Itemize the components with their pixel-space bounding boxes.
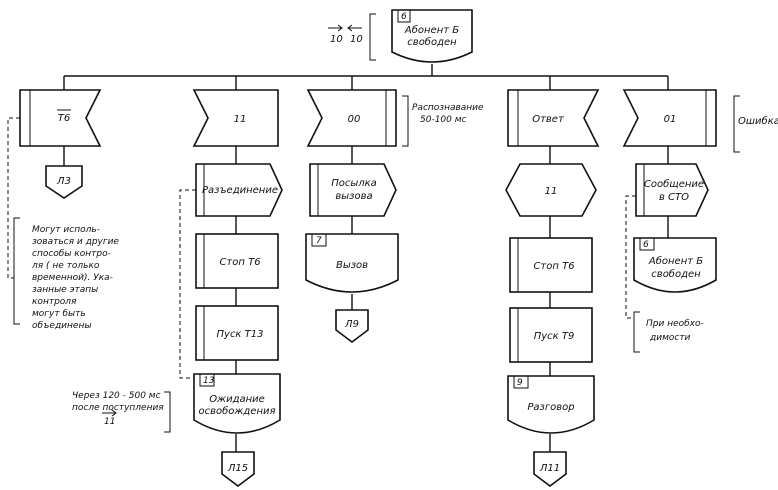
signal-a-label: 10 [330,34,343,45]
note-c5-error: Ошибка [733,95,778,153]
send-ring-line2: вызова [335,191,372,202]
note-c1-line8: могут быть [32,309,86,319]
stop-t6-c4: Стоп Т6 [509,237,593,293]
state-wait-number: 13 [203,376,215,386]
note-c5: При необхо- димости [625,195,704,353]
state-b-free-line2: свободен [651,268,701,280]
state-talk: 9 Разговор [507,375,595,434]
state-b-free: 6 Абонент Б свободен [633,237,717,293]
state-call-number: 7 [316,236,322,246]
note-c1-line5: временной). Ука- [32,273,113,283]
connector-l11: Л11 [533,451,567,487]
connector-l3-label: Л3 [56,176,71,187]
note-c3: Распознавание 50-100 мс [402,95,484,147]
state-wait-line2: освобождения [198,405,275,417]
state-talk-number: 9 [517,378,523,388]
send-disconnect: Разъединение [195,163,283,217]
receive-01: 01 [622,89,717,147]
start-t13-label: Пуск Т13 [217,329,264,340]
stop-t6-c2-label: Стоп Т6 [219,257,260,268]
connector-l9: Л9 [335,309,369,343]
note-c5-line1: При необхо- [646,319,704,329]
start-t9-label: Пуск Т9 [534,331,575,342]
state-b-free-number: 6 [643,240,649,250]
send-ring: Посылка вызова [309,163,397,217]
start-signals: 10 10 [328,13,376,61]
state-wait-release: 13 Ожидание освобождения [193,373,281,434]
state-call: 7 Вызов [305,233,399,293]
note-c2-line1: Через 120 - 500 мс [72,391,161,401]
start-state: 6 Абонент Б свободен [391,9,473,63]
note-c1-line3: способы контро- [32,249,111,259]
state-call-label: Вызов [336,260,368,271]
state-talk-label: Разговор [527,402,574,413]
send-report-line2: в СТО [659,192,689,203]
start-state-line1: Абонент Б [404,24,459,36]
note-c1: Могут исполь- зоваться и другие способы … [7,117,119,331]
note-c1-line1: Могут исполь- [32,225,100,235]
start-state-line2: свободен [407,36,457,48]
connector-l9-label: Л9 [344,319,359,330]
send-ring-line1: Посылка [331,178,377,189]
connector-l3: Л3 [45,165,83,199]
stop-t6-c4-label: Стоп Т6 [533,261,574,272]
send-report-sto: Сообщение в СТО [635,163,709,217]
start-t13: Пуск Т13 [195,305,279,361]
note-c5-line2: димости [649,333,691,343]
connector-l15: Л15 [221,451,255,487]
start-t9: Пуск Т9 [509,307,593,363]
receive-00-label: 00 [348,114,361,125]
branch-drops [63,76,669,90]
send-11-label: 11 [545,186,558,197]
state-b-free-line1: Абонент Б [648,255,703,267]
note-c1-line6: занные этапы [32,285,98,295]
receive-answer: Ответ [507,89,600,147]
note-c1-line2: зоваться и другие [32,237,119,247]
note-c3-line1: Распознавание [412,103,484,113]
start-state-number: 6 [401,12,407,22]
send-11: 11 [505,163,597,217]
receive-answer-label: Ответ [532,114,565,125]
receive-01-label: 01 [664,114,677,125]
note-c3-line2: 50-100 мс [420,115,467,125]
receive-00: 00 [306,89,397,147]
connector-l11-label: Л11 [539,463,560,474]
receive-11: 11 [192,89,279,147]
connector-l15-label: Л15 [227,463,248,474]
note-c1-line9: объединены [32,321,91,331]
receive-t6-label: Т6 [58,113,70,124]
signal-b-label: 10 [350,34,363,45]
note-c5-error-label: Ошибка [738,115,778,127]
note-c1-line4: ля ( не только [31,261,100,271]
note-c2-line3: 11 [104,417,115,427]
stop-t6-c2: Стоп Т6 [195,233,279,289]
receive-t6: Т6 [19,89,102,147]
state-wait-line1: Ожидание [209,394,265,405]
note-c2-line2: после поступления [72,403,164,413]
note-c1-line7: контроля [32,297,77,307]
receive-11-label: 11 [234,114,247,125]
note-c2: Через 120 - 500 мс после поступления 11 [72,189,196,433]
send-disconnect-label: Разъединение [202,185,278,196]
send-report-line1: Сообщение [644,178,704,190]
